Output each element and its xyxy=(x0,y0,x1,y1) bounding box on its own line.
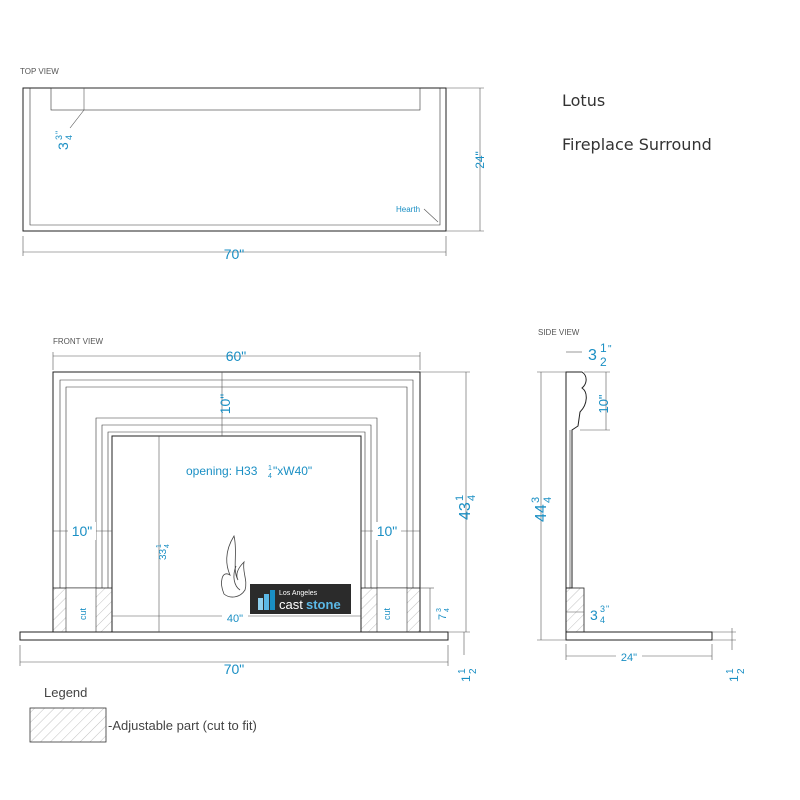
side-hearth-depth-label: 24" xyxy=(621,652,637,664)
side-lintel-label: 10" xyxy=(596,394,611,413)
front-outer-frame xyxy=(52,371,421,632)
front-top-width: 60" xyxy=(226,348,247,364)
top-view-outline xyxy=(22,87,447,232)
front-opening-den: 4 xyxy=(268,473,272,480)
front-total-height-whole: 43 xyxy=(457,502,474,520)
top-offset-fraction: 3 3 4 " xyxy=(54,131,74,150)
front-plinth-whole: 7 xyxy=(437,614,449,620)
logo-mark-1 xyxy=(258,598,263,610)
top-offset-leader xyxy=(69,109,85,129)
top-hearth-leader xyxy=(423,208,439,223)
side-hearth xyxy=(565,631,713,641)
front-view: FRONT VIEW cut cut 60" 10" opening: H33 … xyxy=(19,337,479,682)
caststone-logo: Los Angeles cast stone xyxy=(250,584,351,614)
side-top-num: 1 xyxy=(600,341,607,355)
top-hearth-label: Hearth xyxy=(396,205,420,214)
logo-mark-3 xyxy=(270,590,275,610)
logo-small-text: Los Angeles xyxy=(279,590,318,597)
title-name: Lotus xyxy=(562,91,605,110)
front-right-leg-bg xyxy=(373,522,401,540)
front-view-label: FRONT VIEW xyxy=(53,337,104,346)
front-right-leg-label: 10" xyxy=(377,523,398,539)
front-total-height-fraction: 43 1 4 xyxy=(454,495,478,520)
front-left-leg-bg xyxy=(68,522,96,540)
top-view-label: TOP VIEW xyxy=(20,67,59,76)
side-profile xyxy=(565,371,587,632)
side-hearth-thick-fraction: 1 1 2 xyxy=(725,668,747,682)
side-view: SIDE VIEW 3 1 2 " 10" 44 3 4 3 xyxy=(530,328,747,682)
front-cut-left: cut xyxy=(78,607,88,620)
front-hearth-den: 2 xyxy=(468,668,479,674)
front-left-leg-label: 10" xyxy=(72,523,93,539)
front-plinth-den: 4 xyxy=(444,608,451,612)
side-top-den: 2 xyxy=(600,355,607,369)
side-leg-den: 4 xyxy=(600,615,605,625)
side-top-inch: " xyxy=(608,344,612,355)
top-offset-num: 3 xyxy=(54,135,64,140)
side-hearth-thick-num: 1 xyxy=(725,668,736,674)
front-plinth-fraction: 7 3 4 xyxy=(436,608,451,620)
logo-brand-a: cast xyxy=(279,597,303,612)
side-top-whole: 3 xyxy=(588,347,597,364)
side-leg-fraction: 3 3 4 " xyxy=(590,604,609,625)
front-opening xyxy=(111,435,362,632)
top-view-shelf xyxy=(50,87,421,111)
front-hearth xyxy=(19,631,449,641)
side-top-fraction: 3 1 2 " xyxy=(588,341,612,369)
top-width-label: 70" xyxy=(224,246,245,262)
logo-brand-b: stone xyxy=(306,597,341,612)
side-height-num: 3 xyxy=(530,497,542,503)
front-plinth-num: 3 xyxy=(436,608,443,612)
front-step-2 xyxy=(65,386,408,588)
side-plinth xyxy=(565,587,585,633)
logo-mark-2 xyxy=(264,594,269,610)
front-hearth-whole: 1 xyxy=(459,675,473,682)
front-opening-height-fraction: 33 1 4 xyxy=(156,544,171,560)
front-inner-step-1 xyxy=(95,417,378,588)
flame-icon xyxy=(221,534,247,598)
front-opening-height-whole: 33 xyxy=(158,548,169,560)
front-hearth-fraction: 1 1 2 xyxy=(457,668,479,682)
front-total-height-den: 4 xyxy=(466,495,478,501)
top-view: TOP VIEW 24" 70" 3 3 4 " Hearth xyxy=(20,67,487,262)
front-lintel-label: 10" xyxy=(217,394,233,415)
front-inner-step-2 xyxy=(101,424,372,588)
front-opening-height-den: 4 xyxy=(164,544,171,548)
front-hearth-num: 1 xyxy=(457,668,468,674)
side-hearth-depth-bg xyxy=(616,650,642,662)
side-hearth-thick-whole: 1 xyxy=(727,675,741,682)
side-leg-num: 3 xyxy=(600,604,605,614)
front-total-height-num: 1 xyxy=(454,495,466,501)
title-subtitle: Fireplace Surround xyxy=(562,135,712,154)
top-offset-den: 4 xyxy=(64,135,74,140)
side-height-den: 4 xyxy=(542,497,554,503)
legend-item-label: -Adjustable part (cut to fit) xyxy=(108,718,257,733)
front-step-1 xyxy=(59,379,414,588)
front-opening-width-label: 40" xyxy=(227,613,243,625)
side-leg-whole: 3 xyxy=(590,607,598,623)
front-opening-suffix: "xW40" xyxy=(273,464,312,478)
front-opening-height-num: 1 xyxy=(156,544,163,548)
side-leg-inch: " xyxy=(606,604,609,614)
top-depth-label: 24" xyxy=(473,151,487,169)
top-offset-whole: 3 xyxy=(55,142,71,150)
legend-title: Legend xyxy=(44,685,87,700)
front-inner-step-3 xyxy=(107,431,366,588)
legend-swatch xyxy=(29,707,107,743)
legend: Legend -Adjustable part (cut to fit) xyxy=(29,685,257,743)
front-cut-right: cut xyxy=(382,607,392,620)
front-opening-label: opening: H33 1 4 "xW40" xyxy=(186,464,312,480)
top-view-mantel-inner xyxy=(29,88,441,226)
top-offset-inch: " xyxy=(54,131,64,134)
side-view-label: SIDE VIEW xyxy=(538,328,580,337)
front-opening-prefix: opening: H33 xyxy=(186,464,258,478)
front-opening-num: 1 xyxy=(268,465,272,472)
side-hearth-thick-den: 2 xyxy=(736,668,747,674)
front-opening-width-bg xyxy=(222,610,248,624)
side-height-whole: 44 xyxy=(533,504,550,522)
front-bottom-width: 70" xyxy=(224,661,245,677)
side-height-fraction: 44 3 4 xyxy=(530,497,554,522)
